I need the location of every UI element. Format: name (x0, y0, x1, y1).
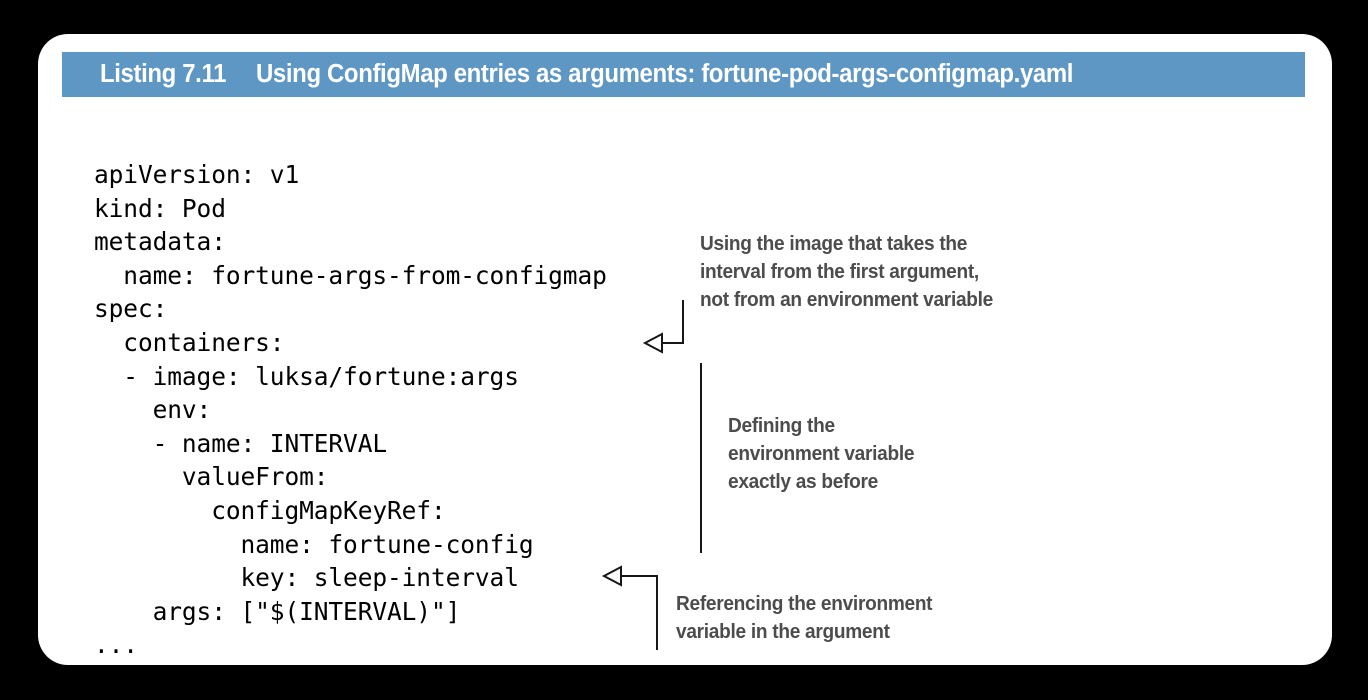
leader-line-image-callout (642, 300, 684, 354)
leader-line-env-bracket (700, 363, 702, 553)
leader-line-path-3 (625, 575, 658, 650)
listing-number-label: Listing 7.11 (100, 60, 227, 88)
annotation-env-variable: Defining the environment variable exactl… (728, 414, 915, 493)
code-block: apiVersion: v1 kind: Pod metadata: name:… (94, 160, 607, 660)
arrowhead-icon-1 (642, 332, 663, 354)
listing-header-bar: Listing 7.11 Using ConfigMap entries as … (62, 52, 1305, 97)
listing-title: Using ConfigMap entries as arguments: fo… (256, 60, 1074, 88)
leader-line-path-1 (645, 300, 684, 344)
annotation-image-argument: Using the image that takes the interval … (700, 232, 994, 311)
annotation-args-reference: Referencing the environment variable in … (676, 592, 933, 643)
arrowhead-icon-3 (601, 565, 622, 587)
leader-line-args-callout (601, 565, 658, 650)
listing-card: apiVersion: v1 kind: Pod metadata: name:… (38, 34, 1332, 665)
